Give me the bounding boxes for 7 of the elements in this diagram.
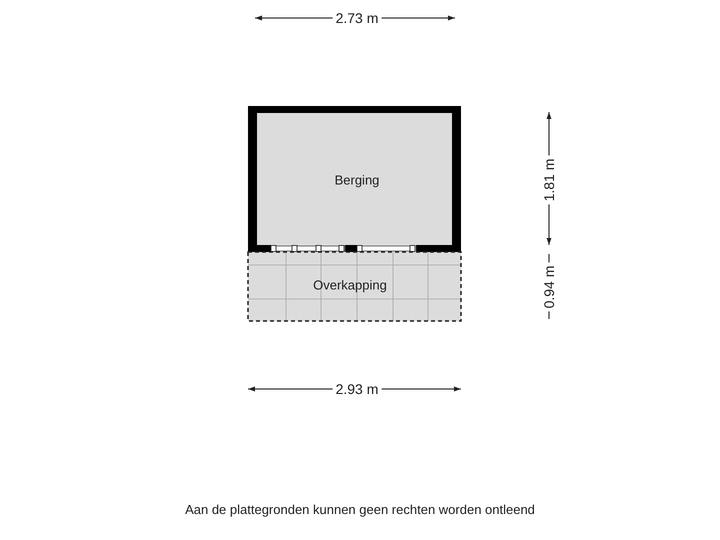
dimension-label: 2.73 m [332,10,382,26]
dimension-label: 0.94 m [541,262,557,312]
dimension-label: 2.93 m [332,381,382,397]
disclaimer-note: Aan de plattegronden kunnen geen rechten worden ontleend [184,502,536,517]
room-label: Berging [334,172,380,188]
dimension-label: 1.81 m [541,156,557,204]
room-label: Overkapping [313,278,387,292]
